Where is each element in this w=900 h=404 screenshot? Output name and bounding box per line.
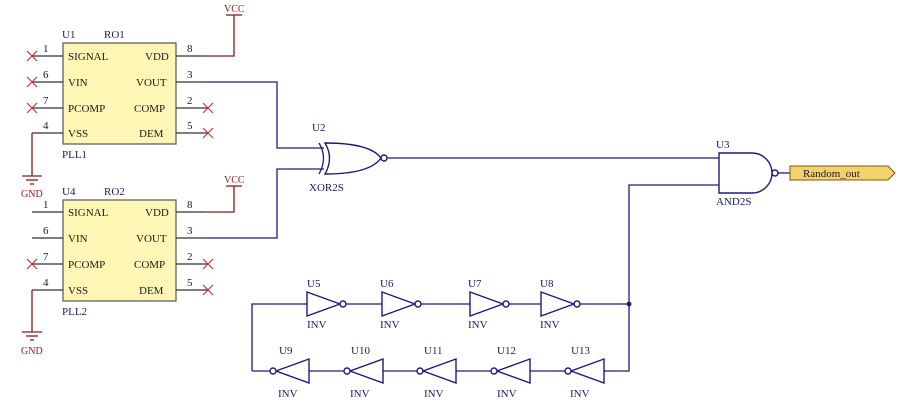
inverter-u12-ref: U12 (497, 345, 516, 357)
ground-icon (22, 175, 42, 185)
inverter-u9-type: INV (278, 388, 298, 400)
inverter-u13[interactable]: U13 INV (564, 345, 605, 400)
inverter-u11-type: INV (424, 388, 444, 400)
chip-u4-ref: U4 (62, 186, 76, 198)
inverter-u6-ref: U6 (380, 278, 394, 290)
inverter-u12-type: INV (497, 388, 517, 400)
chip-u1-footer: PLL1 (62, 149, 87, 161)
chip-u1-pin-pcomp-label: PCOMP (68, 103, 105, 115)
and-gate-u3[interactable]: U3 AND2S (716, 139, 779, 208)
chip-u1-pin-6-num: 6 (43, 69, 49, 81)
inverter-u10-ref: U10 (351, 345, 370, 357)
vcc-label-1: VCC (224, 4, 245, 15)
chip-u1-pin-vout-label: VOUT (136, 77, 167, 89)
xor-gate-type: XOR2S (309, 182, 344, 194)
output-port-label: Random_out (803, 168, 860, 180)
xor-gate-u2[interactable]: U2 XOR2S (309, 122, 388, 194)
chip-u4-pin-dem-label: DEM (139, 285, 164, 297)
chip-u1[interactable]: U1 RO1 PLL1 SIGNAL VIN PCOMP VSS 1 6 7 4… (26, 29, 214, 161)
chip-u4-pin-comp-label: COMP (134, 259, 165, 271)
inverter-u10-type: INV (350, 388, 370, 400)
inverter-u5-type: INV (307, 319, 327, 331)
inverter-u9[interactable]: U9 INV (269, 345, 310, 400)
no-connect-icon (26, 76, 38, 88)
no-connect-icon (202, 127, 214, 139)
inverter-u5-ref: U5 (307, 278, 321, 290)
chip-u1-pin-3-num: 3 (187, 69, 193, 81)
chip-u4-pin-3-num: 3 (187, 225, 193, 237)
ground-icon (22, 331, 42, 341)
inverter-u9-ref: U9 (279, 345, 293, 357)
chip-u1-pin-4-num: 4 (43, 120, 49, 132)
inverter-u6-type: INV (380, 319, 400, 331)
no-connect-icon (202, 102, 214, 114)
inverter-u11-ref: U11 (424, 345, 443, 357)
no-connect-icon (202, 284, 214, 296)
chip-u4-footer: PLL2 (62, 306, 87, 318)
inverter-u8-type: INV (540, 319, 560, 331)
gnd-label-1: GND (21, 189, 43, 200)
chip-u1-pin-2-num: 2 (187, 95, 193, 107)
chip-u1-pin-vdd-label: VDD (145, 51, 169, 63)
chip-u1-pin-vss-label: VSS (68, 128, 88, 140)
chip-u1-body (62, 42, 177, 145)
chip-u4-pin-7-num: 7 (43, 251, 49, 263)
chip-u1-pin-1-num: 1 (43, 43, 49, 55)
inverter-u11[interactable]: U11 INV (416, 345, 457, 400)
chip-u4-pin-2-num: 2 (187, 251, 193, 263)
chip-u4[interactable]: U4 RO2 PLL2 SIGNAL VIN PCOMP VSS 1 6 7 4… (26, 186, 214, 318)
chip-u1-ref: U1 (62, 29, 75, 41)
chip-u1-pin-5-num: 5 (187, 120, 193, 132)
no-connect-icon (26, 102, 38, 114)
gnd-label-2: GND (21, 346, 43, 357)
chip-u1-pin-comp-label: COMP (134, 103, 165, 115)
chip-u4-body (62, 199, 177, 302)
chip-u1-pin-8-num: 8 (187, 43, 193, 55)
chip-u1-name: RO1 (104, 29, 125, 41)
and-gate-ref: U3 (716, 139, 730, 151)
chip-u4-pin-1-num: 1 (43, 199, 49, 211)
chip-u4-pin-vdd-label: VDD (145, 207, 169, 219)
chip-u4-pin-4-num: 4 (43, 277, 49, 289)
vcc-label-2: VCC (224, 175, 245, 186)
chip-u4-pin-8-num: 8 (187, 199, 193, 211)
chip-u4-pin-6-num: 6 (43, 225, 49, 237)
inverter-u12[interactable]: U12 INV (490, 345, 531, 400)
inverter-u6[interactable]: U6 INV (380, 278, 422, 331)
chip-u4-pin-vout-label: VOUT (136, 233, 167, 245)
chip-u4-name: RO2 (104, 186, 125, 198)
inverter-u7-type: INV (468, 319, 488, 331)
chip-u4-pin-5-num: 5 (187, 277, 193, 289)
inverter-u8-ref: U8 (540, 278, 554, 290)
inverter-u10[interactable]: U10 INV (343, 345, 384, 400)
inverter-u5[interactable]: U5 INV (306, 278, 347, 331)
inverter-u13-ref: U13 (571, 345, 590, 357)
no-connect-icon (26, 50, 38, 62)
chip-u4-pin-signal-label: SIGNAL (68, 207, 109, 219)
no-connect-icon (202, 258, 214, 270)
no-connect-icon (26, 258, 38, 270)
inverter-u7[interactable]: U7 INV (468, 278, 510, 331)
chip-u1-pin-dem-label: DEM (139, 128, 164, 140)
chip-u4-pin-vss-label: VSS (68, 285, 88, 297)
chip-u1-pin-signal-label: SIGNAL (68, 51, 109, 63)
chip-u4-pin-pcomp-label: PCOMP (68, 259, 105, 271)
inverter-u13-type: INV (570, 388, 590, 400)
output-port-random-out[interactable]: Random_out (789, 165, 896, 181)
xor-gate-ref: U2 (312, 122, 325, 134)
chip-u1-pin-7-num: 7 (43, 95, 49, 107)
chip-u1-pin-vin-label: VIN (68, 77, 88, 89)
and-gate-type: AND2S (716, 196, 751, 208)
inverter-u7-ref: U7 (468, 278, 482, 290)
chip-u4-pin-vin-label: VIN (68, 233, 88, 245)
inverter-u8[interactable]: U8 INV (540, 278, 581, 331)
